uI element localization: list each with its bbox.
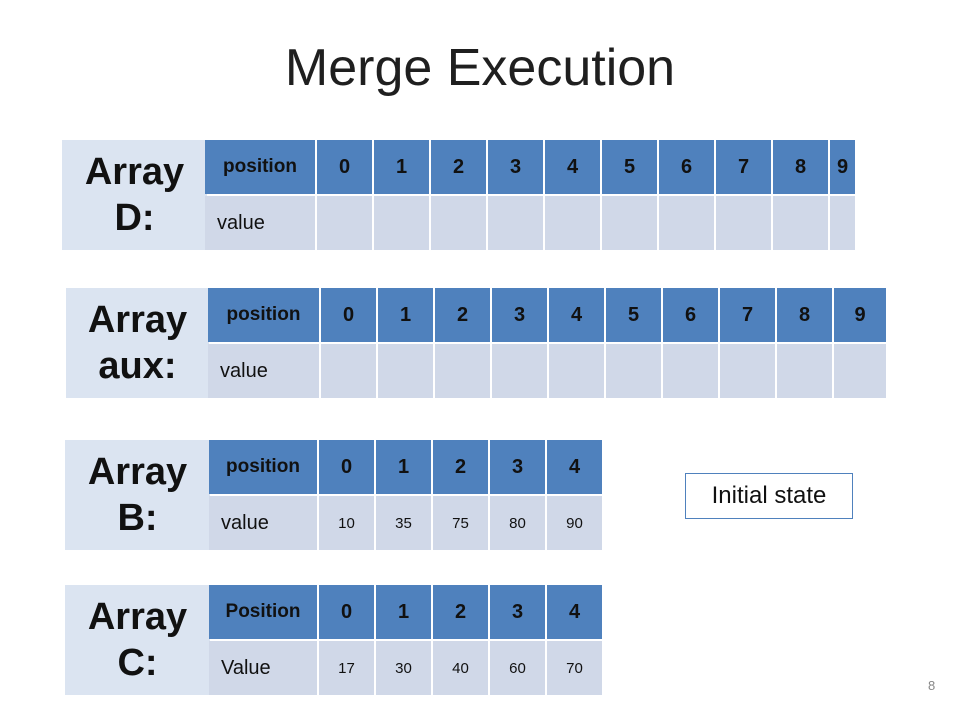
array-d-label-line2: D: bbox=[114, 197, 155, 239]
array-d-position-0: 0 bbox=[317, 140, 374, 194]
array-b-position-label: position bbox=[209, 440, 319, 494]
array-aux-position-6: 6 bbox=[663, 288, 720, 342]
array-aux-value-row: value bbox=[208, 344, 886, 398]
array-d-value-5 bbox=[602, 196, 659, 250]
array-aux-position-label: position bbox=[208, 288, 321, 342]
array-aux-position-0: 0 bbox=[321, 288, 378, 342]
array-c-value-0: 17 bbox=[319, 641, 376, 695]
array-d-value-9 bbox=[830, 196, 855, 250]
array-b-position-0: 0 bbox=[319, 440, 376, 494]
array-c-position-2: 2 bbox=[433, 585, 490, 639]
array-c-position-4: 4 bbox=[568, 600, 581, 623]
array-d-value-2 bbox=[431, 196, 488, 250]
array-aux-value-0 bbox=[321, 344, 378, 398]
page-number: 8 bbox=[928, 678, 936, 693]
array-d-value-7 bbox=[716, 196, 773, 250]
array-d-value-label: value bbox=[205, 196, 317, 250]
array-aux-position-row: position 0 1 2 3 4 5 6 7 8 9 bbox=[208, 288, 886, 342]
array-aux-position-9: 9 bbox=[854, 303, 866, 326]
array-c-position-label: Position bbox=[209, 585, 319, 639]
array-c-position-row: Position 0 1 2 3 4 bbox=[209, 585, 602, 639]
array-c-position-3: 3 bbox=[490, 585, 547, 639]
array-aux-value-label: value bbox=[208, 344, 321, 398]
array-c-label-line1: Array bbox=[87, 596, 188, 638]
array-b-label-line1: Array bbox=[87, 451, 188, 493]
array-c-value-row: Value 17 30 40 60 70 bbox=[209, 641, 602, 695]
array-b-position-4: 4 bbox=[568, 455, 581, 478]
array-aux-value-9 bbox=[834, 344, 886, 398]
array-c-value-3: 60 bbox=[490, 641, 547, 695]
array-b-value-3: 80 bbox=[490, 496, 547, 550]
array-d-position-4: 4 bbox=[545, 140, 602, 194]
array-b-value-0: 10 bbox=[319, 496, 376, 550]
array-c-label-line2: C: bbox=[117, 642, 158, 684]
array-c-value-2: 40 bbox=[433, 641, 490, 695]
array-aux-position-1: 1 bbox=[378, 288, 435, 342]
array-c-value-4: 70 bbox=[566, 659, 583, 677]
array-aux-position-5: 5 bbox=[606, 288, 663, 342]
array-d-position-6: 6 bbox=[659, 140, 716, 194]
array-c-label: Array C: bbox=[65, 585, 210, 695]
array-d-label: Array D: bbox=[62, 140, 207, 250]
array-d-label-line1: Array bbox=[84, 151, 185, 193]
array-b-position-3: 3 bbox=[490, 440, 547, 494]
array-aux-label: Array aux: bbox=[66, 288, 209, 398]
array-b-value-4: 90 bbox=[566, 514, 583, 532]
array-c-position-0: 0 bbox=[319, 585, 376, 639]
array-aux-value-3 bbox=[492, 344, 549, 398]
array-aux-value-5 bbox=[606, 344, 663, 398]
array-aux-position-3: 3 bbox=[492, 288, 549, 342]
array-aux-label-line1: Array bbox=[87, 299, 188, 341]
array-d-position-3: 3 bbox=[488, 140, 545, 194]
array-b-label-line2: B: bbox=[117, 497, 158, 539]
array-d-position-8: 8 bbox=[773, 140, 830, 194]
array-c-value-label: Value bbox=[209, 641, 319, 695]
array-aux-value-8 bbox=[777, 344, 834, 398]
array-d-value-0 bbox=[317, 196, 374, 250]
array-aux-value-7 bbox=[720, 344, 777, 398]
array-d-position-1: 1 bbox=[374, 140, 431, 194]
array-b-value-row: value 10 35 75 80 90 bbox=[209, 496, 602, 550]
array-aux-value-6 bbox=[663, 344, 720, 398]
array-b-value-2: 75 bbox=[433, 496, 490, 550]
array-b-position-1: 1 bbox=[376, 440, 433, 494]
array-d-value-4 bbox=[545, 196, 602, 250]
array-d-position-row: position 0 1 2 3 4 5 6 7 8 9 bbox=[205, 140, 855, 194]
slide-title: Merge Execution bbox=[284, 39, 676, 97]
array-b-value-1: 35 bbox=[376, 496, 433, 550]
array-b-position-row: position 0 1 2 3 4 bbox=[209, 440, 602, 494]
array-aux-label-line2: aux: bbox=[98, 345, 177, 387]
array-aux-position-2: 2 bbox=[435, 288, 492, 342]
array-d-value-1 bbox=[374, 196, 431, 250]
array-b-position-2: 2 bbox=[433, 440, 490, 494]
array-aux-value-4 bbox=[549, 344, 606, 398]
array-aux-position-8: 8 bbox=[777, 288, 834, 342]
array-b-value-label: value bbox=[209, 496, 319, 550]
array-d-value-6 bbox=[659, 196, 716, 250]
array-c-value-1: 30 bbox=[376, 641, 433, 695]
array-d-position-7: 7 bbox=[716, 140, 773, 194]
array-d-position-5: 5 bbox=[602, 140, 659, 194]
array-d-position-2: 2 bbox=[431, 140, 488, 194]
array-aux-position-7: 7 bbox=[720, 288, 777, 342]
array-d-value-3 bbox=[488, 196, 545, 250]
array-d-value-row: value bbox=[205, 196, 855, 250]
array-c-position-1: 1 bbox=[376, 585, 433, 639]
array-aux-position-4: 4 bbox=[549, 288, 606, 342]
array-d-position-9: 9 bbox=[836, 155, 849, 178]
array-aux-value-2 bbox=[435, 344, 492, 398]
initial-state-note: Initial state bbox=[685, 473, 853, 519]
array-d-position-label: position bbox=[205, 140, 317, 194]
array-d-value-8 bbox=[773, 196, 830, 250]
array-aux-value-1 bbox=[378, 344, 435, 398]
array-b-label: Array B: bbox=[65, 440, 210, 550]
